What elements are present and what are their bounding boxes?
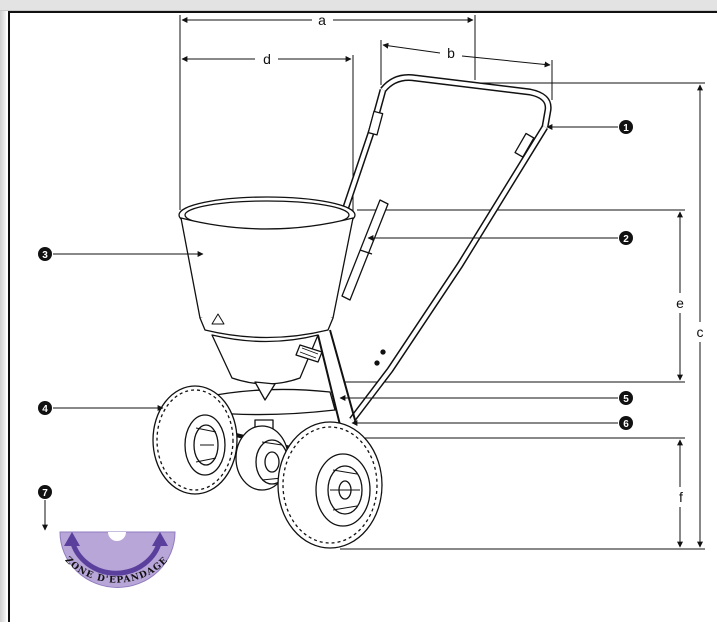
dimension-label-d: d: [263, 51, 271, 67]
callout-6: 6: [351, 416, 633, 430]
dimension-label-b: b: [447, 45, 455, 61]
dimension-label-a: a: [318, 12, 326, 28]
right-wheel: [277, 421, 383, 549]
callout-2: 2: [367, 231, 633, 245]
spreading-zone-icon: ZONE D'EPANDAGE: [59, 531, 176, 588]
center-gear-wheel: [235, 425, 289, 491]
hopper-funnel: [211, 334, 319, 385]
svg-text:4: 4: [42, 404, 48, 415]
svg-text:7: 7: [42, 488, 48, 499]
spreader-illustration: [152, 74, 552, 549]
dimension-label-f: f: [679, 489, 683, 505]
diagram-frame: [8, 11, 717, 622]
svg-text:1: 1: [623, 123, 629, 134]
dimension-b: [380, 40, 553, 100]
dimension-e: [345, 209, 685, 383]
svg-text:2: 2: [623, 234, 629, 245]
callout-5: 5: [339, 391, 633, 405]
svg-text:3: 3: [42, 250, 48, 261]
svg-text:6: 6: [623, 419, 629, 430]
svg-text:5: 5: [623, 394, 629, 405]
dimension-c: [340, 82, 705, 550]
window-top-bar: [0, 0, 717, 11]
dimension-d: [181, 55, 354, 212]
dimension-a: [179, 15, 476, 210]
dimension-label-c: c: [697, 324, 704, 340]
page-shadow: [0, 0, 6, 622]
callout-7: 7: [38, 485, 52, 531]
hopper-body: [180, 217, 354, 328]
control-lever: [341, 199, 389, 301]
dimension-label-e: e: [676, 295, 684, 311]
handle-grip: [367, 110, 384, 136]
callout-1: 1: [546, 120, 633, 134]
callout-3: 3: [38, 247, 204, 261]
left-wheel: [152, 385, 238, 495]
dimension-f: [360, 437, 685, 548]
callout-4: 4: [38, 401, 164, 415]
spinner-plate: [204, 388, 336, 416]
